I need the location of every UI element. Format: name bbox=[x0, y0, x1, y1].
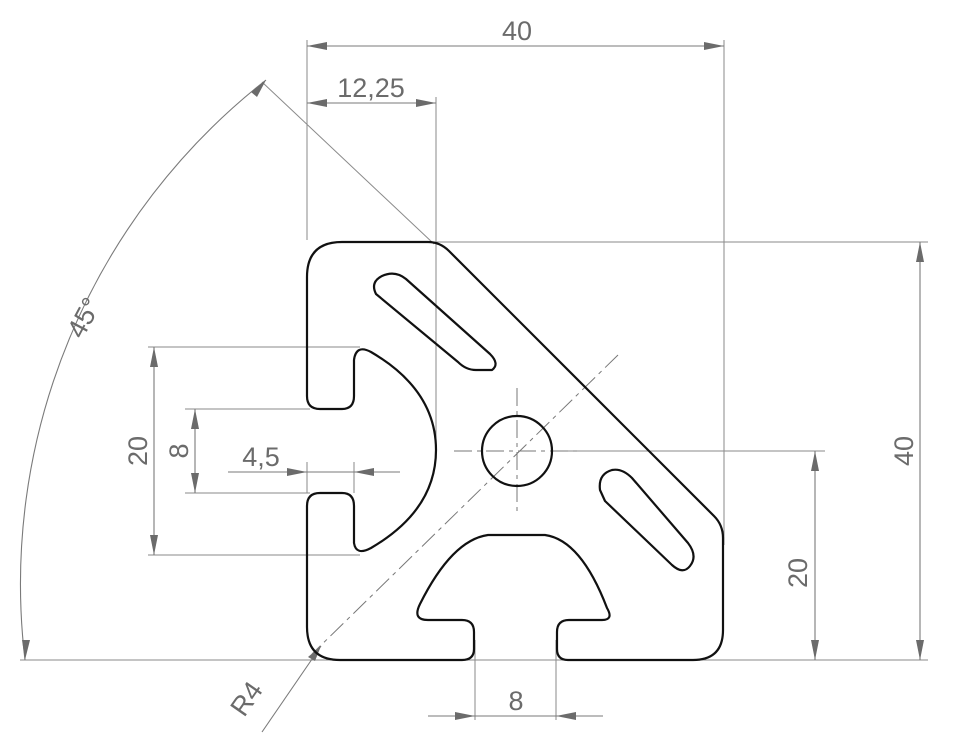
dimension-lines bbox=[19, 42, 924, 733]
dim-offset-top: 12,25 bbox=[337, 73, 405, 103]
dim-slot-span: 20 bbox=[123, 436, 153, 466]
extension-lines bbox=[20, 40, 928, 720]
dim-corner-radius: R4 bbox=[224, 676, 268, 721]
dim-angle: 45° bbox=[61, 293, 107, 343]
dim-bottom-slot: 8 bbox=[508, 686, 523, 716]
upper-slot bbox=[372, 272, 497, 372]
outer-contour bbox=[305, 240, 725, 662]
right-slot bbox=[598, 468, 695, 572]
dim-slot-width: 8 bbox=[164, 443, 194, 458]
centerlines bbox=[311, 354, 619, 655]
dimension-texts: 40 12,25 4,5 8 40 20 20 8 45° R4 bbox=[61, 16, 919, 722]
center-bore bbox=[480, 414, 554, 488]
dim-lip-depth: 4,5 bbox=[242, 442, 280, 472]
dim-height-half: 20 bbox=[783, 558, 813, 588]
dim-width-top: 40 bbox=[502, 16, 532, 46]
dim-height-right: 40 bbox=[889, 436, 919, 466]
profile-outline bbox=[305, 240, 725, 662]
